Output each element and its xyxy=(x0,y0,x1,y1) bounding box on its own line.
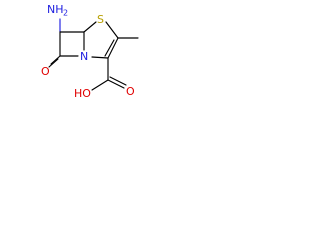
bond-c7-o-b xyxy=(48,58,59,68)
amine-label: NH xyxy=(47,3,64,16)
ring-nitrogen-label: N xyxy=(80,50,88,63)
bond-c-o-a xyxy=(107,79,125,89)
bond-c7-o-a xyxy=(50,55,61,65)
bond-s-c3 xyxy=(105,21,119,39)
hydroxyl-label: HO xyxy=(74,87,91,100)
bond-c-oh xyxy=(91,79,109,91)
carbonyl-oxygen-label: O xyxy=(126,85,135,98)
bond-c5-s xyxy=(83,21,97,33)
bond-c2-n xyxy=(91,56,109,59)
lactam-oxygen-label: O xyxy=(41,65,50,78)
sulfur-label: S xyxy=(97,13,104,26)
bond-c3-c2 xyxy=(107,37,119,59)
amine-subscript: 2 xyxy=(63,9,68,18)
bond-c3-c2-double xyxy=(104,39,115,57)
molecule-diagram: NH 2 O N S HO O xyxy=(41,3,139,100)
bond-c-o-b xyxy=(109,76,127,86)
